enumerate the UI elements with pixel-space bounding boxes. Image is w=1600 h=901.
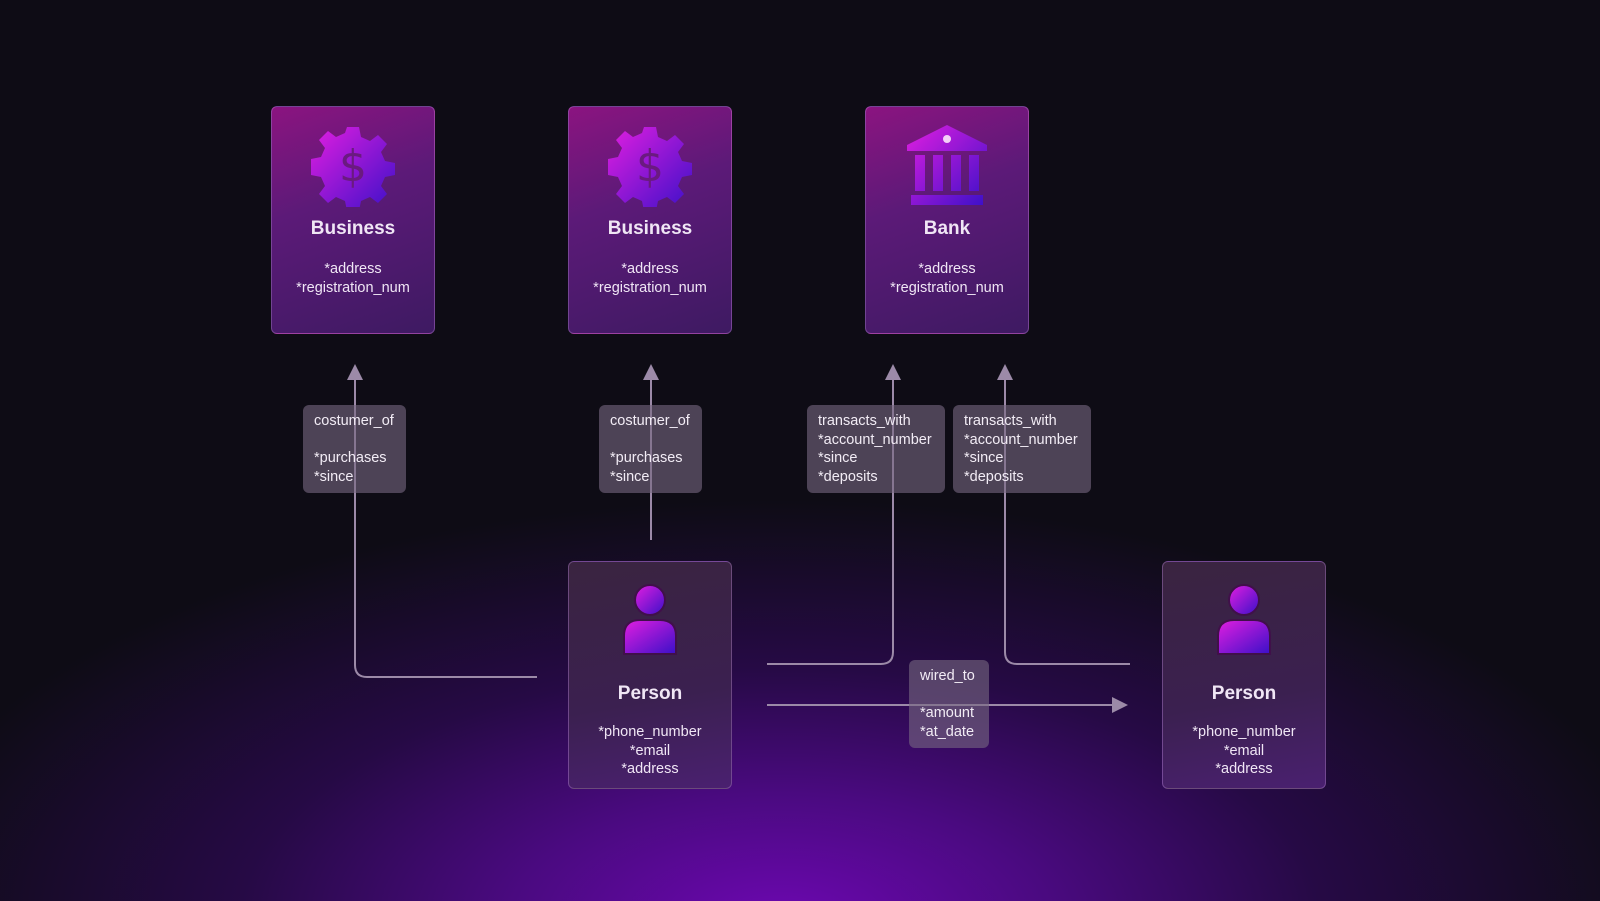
edge-prop: *at_date — [920, 723, 975, 740]
person-node-2[interactable]: Person *phone_number *email *address — [1162, 561, 1326, 789]
edge-title: transacts_with — [964, 413, 1057, 429]
edge-title: costumer_of — [610, 413, 690, 429]
edge-prop: *account_number — [818, 431, 932, 448]
node-prop: *registration_num — [890, 279, 1004, 296]
edge-prop: *account_number — [964, 431, 1078, 448]
edge-prop: *purchases — [314, 450, 387, 466]
svg-text:$: $ — [636, 141, 664, 192]
person-icon — [1217, 584, 1271, 655]
edge-line-person-bank — [767, 364, 901, 665]
node-prop: *email — [1223, 742, 1265, 759]
node-title: Business — [310, 218, 396, 239]
edge-prop: *deposits — [818, 468, 878, 485]
gear-dollar-icon: $ — [311, 127, 395, 211]
node-prop: *registration_num — [296, 279, 410, 296]
edge-label-transacts-with-2[interactable]: transacts_with *account_number *since *dep… — [953, 405, 1091, 493]
person-node-1[interactable]: Person *phone_number *email *address — [568, 561, 732, 789]
bank-icon — [907, 125, 987, 205]
person-icon — [623, 584, 677, 655]
node-title: Bank — [923, 218, 971, 239]
node-title: Person — [617, 683, 683, 704]
edge-title: wired_to — [920, 668, 975, 684]
edge-prop: *deposits — [964, 468, 1024, 485]
node-prop: *address — [324, 261, 382, 277]
edge-prop: *since — [610, 468, 650, 485]
edge-prop: *since — [964, 450, 1004, 466]
node-prop: *phone_number — [1192, 724, 1296, 740]
business-node-1[interactable]: $ Business *address *registration_num — [271, 106, 435, 334]
edge-title: transacts_with — [818, 413, 911, 429]
edge-prop: *since — [314, 468, 354, 485]
node-prop: *registration_num — [593, 279, 707, 296]
node-prop: *email — [629, 742, 671, 759]
edge-label-wired-to[interactable]: wired_to *amount *at_date — [909, 660, 989, 748]
svg-text:$: $ — [339, 141, 367, 192]
node-prop: *phone_number — [598, 724, 702, 740]
node-prop: *address — [621, 261, 679, 277]
edge-line-person-business-1 — [347, 364, 537, 678]
edge-prop: *purchases — [610, 450, 683, 466]
node-prop: *address — [918, 261, 976, 277]
business-node-2[interactable]: $ Business *address *registration_num — [568, 106, 732, 334]
edge-prop: *since — [818, 450, 858, 466]
node-prop: *address — [621, 761, 679, 777]
node-title: Business — [607, 218, 693, 239]
edge-label-costumer-of-2[interactable]: costumer_of *purchases *since — [599, 405, 702, 493]
gear-dollar-icon: $ — [608, 127, 692, 211]
node-prop: *address — [1215, 761, 1273, 777]
edge-line-person2-bank — [997, 364, 1130, 665]
edge-title: costumer_of — [314, 413, 394, 429]
edge-label-costumer-of-1[interactable]: costumer_of *purchases *since — [303, 405, 406, 493]
bank-node[interactable]: Bank *address *registration_num — [865, 106, 1029, 334]
edge-label-transacts-with-1[interactable]: transacts_with *account_number *since *dep… — [807, 405, 945, 493]
node-title: Person — [1211, 683, 1277, 704]
edge-prop: *amount — [920, 705, 975, 721]
